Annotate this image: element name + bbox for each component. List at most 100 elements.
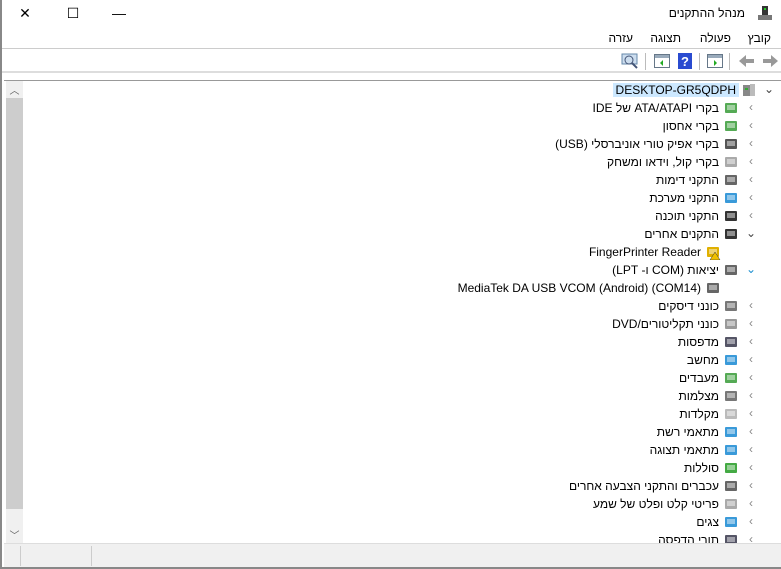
vertical-scrollbar[interactable]: ︿ ﹀ bbox=[6, 81, 23, 543]
menu-file[interactable]: קובץ bbox=[747, 31, 771, 45]
tree-item[interactable]: ‹פריטי קלט ופלט של שמע bbox=[26, 495, 781, 513]
scroll-down-icon[interactable]: ﹀ bbox=[9, 531, 20, 542]
menu-help[interactable]: עזרה bbox=[608, 31, 633, 45]
scroll-up-icon[interactable]: ︿ bbox=[9, 86, 20, 97]
keyboard-icon bbox=[725, 409, 737, 419]
tree-item[interactable]: ‹תורי הדפסה bbox=[26, 531, 781, 543]
warning-device-icon bbox=[707, 247, 721, 260]
chevron-down-icon[interactable]: ⌄ bbox=[745, 262, 757, 276]
device-manager-icon bbox=[758, 6, 772, 20]
chevron-left-icon[interactable]: ‹ bbox=[749, 190, 753, 204]
monitor-icon bbox=[725, 517, 737, 527]
maximize-button[interactable]: ☐ bbox=[66, 4, 80, 21]
chevron-left-icon[interactable]: ‹ bbox=[749, 208, 753, 222]
chevron-left-icon[interactable]: ‹ bbox=[749, 460, 753, 474]
chevron-left-icon[interactable]: ‹ bbox=[749, 388, 753, 402]
chevron-left-icon[interactable]: ‹ bbox=[749, 496, 753, 510]
forward-arrow-icon[interactable] bbox=[761, 53, 779, 69]
chevron-down-icon[interactable]: ⌄ bbox=[763, 82, 775, 96]
tree-item-label: בקרי אפיק טורי אוניברסלי (USB) bbox=[555, 137, 719, 151]
tree-item[interactable]: ‹ צגים bbox=[26, 513, 781, 531]
tree-item[interactable]: ‹בקרי אחסון bbox=[26, 117, 781, 135]
tree-item[interactable]: ‹בקרי קול, וידאו ומשחק bbox=[26, 153, 781, 171]
tree-item[interactable]: ‹סוללות bbox=[26, 459, 781, 477]
tree-item-label: מתאמי תצוגה bbox=[649, 443, 719, 457]
audio-io-icon bbox=[725, 499, 737, 509]
tree-item[interactable]: ⌄יציאות (COM ו- LPT) bbox=[26, 261, 781, 279]
chevron-left-icon[interactable]: ‹ bbox=[749, 100, 753, 114]
port-icon bbox=[725, 265, 737, 275]
processor-icon bbox=[725, 373, 737, 383]
status-divider bbox=[20, 546, 21, 566]
device-tree: ︿ ﹀ ⌄ DESKTOP-GR5QDPH ‹ בקרי ATA/ATAPI של… bbox=[4, 80, 781, 543]
minimize-button[interactable]: — bbox=[112, 5, 126, 21]
tree-item-label: מחשב bbox=[686, 353, 719, 367]
chevron-left-icon[interactable]: ‹ bbox=[749, 406, 753, 420]
scan-hardware-icon[interactable] bbox=[621, 53, 639, 69]
menu-action[interactable]: פעולה bbox=[699, 31, 731, 45]
toolbar-separator bbox=[729, 53, 730, 70]
speaker-icon bbox=[725, 157, 737, 167]
tree-item-label: התקנים אחרים bbox=[644, 227, 719, 241]
tree-item[interactable]: ‹ בקרי ATA/ATAPI של IDE bbox=[26, 99, 781, 117]
tree-item-label: התקני דימות bbox=[655, 173, 719, 187]
dvd-drive-icon bbox=[725, 319, 737, 329]
tree-item[interactable]: ⌄ התקנים אחרים bbox=[26, 225, 781, 243]
display-adapter-icon bbox=[725, 445, 737, 455]
menu-view[interactable]: תצוגה bbox=[650, 31, 681, 45]
chevron-left-icon[interactable]: ‹ bbox=[749, 424, 753, 438]
title-bar: ✕ ☐ — מנהל ההתקנים bbox=[2, 0, 781, 28]
chevron-down-icon[interactable]: ⌄ bbox=[745, 226, 757, 240]
back-arrow-icon[interactable] bbox=[738, 53, 756, 69]
chevron-left-icon[interactable]: ‹ bbox=[749, 334, 753, 348]
tree-item-label: בקרי ATA/ATAPI של IDE bbox=[592, 101, 720, 115]
tree-item[interactable]: ‹עכברים והתקני הצבעה אחרים bbox=[26, 477, 781, 495]
tree-item[interactable]: ‹ התקני מערכת bbox=[26, 189, 781, 207]
chevron-left-icon[interactable]: ‹ bbox=[749, 514, 753, 528]
tree-item[interactable]: ‹ התקני תוכנה bbox=[26, 207, 781, 225]
tree-item[interactable]: ‹ מצלמות bbox=[26, 387, 781, 405]
tree-item[interactable]: ‹מתאמי רשת bbox=[26, 423, 781, 441]
chevron-left-icon[interactable]: ‹ bbox=[749, 352, 753, 366]
chevron-left-icon[interactable]: ‹ bbox=[749, 478, 753, 492]
tree-item[interactable]: ‹ מחשב bbox=[26, 351, 781, 369]
status-bar bbox=[4, 543, 781, 567]
properties-icon[interactable] bbox=[706, 53, 724, 69]
chevron-left-icon[interactable]: ‹ bbox=[749, 172, 753, 186]
mouse-icon bbox=[725, 481, 737, 491]
tree-item[interactable]: ‹מקלדות bbox=[26, 405, 781, 423]
chevron-left-icon[interactable]: ‹ bbox=[749, 442, 753, 456]
tree-item-label: התקני תוכנה bbox=[655, 209, 719, 223]
chevron-left-icon[interactable]: ‹ bbox=[749, 370, 753, 384]
tree-item[interactable]: FingerPrinter Reader bbox=[26, 243, 781, 261]
chevron-left-icon[interactable]: ‹ bbox=[749, 298, 753, 312]
window-title: מנהל ההתקנים bbox=[668, 6, 745, 20]
chevron-left-icon[interactable]: ‹ bbox=[749, 118, 753, 132]
close-button[interactable]: ✕ bbox=[19, 4, 31, 21]
chevron-left-icon[interactable]: ‹ bbox=[749, 532, 753, 543]
unknown-device-icon bbox=[725, 229, 737, 239]
usb-icon bbox=[725, 139, 737, 149]
scrollbar-thumb[interactable] bbox=[6, 98, 23, 509]
help-icon[interactable]: ? bbox=[676, 53, 694, 69]
tree-item-label: התקני מערכת bbox=[649, 191, 719, 205]
tree-item[interactable]: (COM14) MediaTek DA USB VCOM (Android) bbox=[26, 279, 781, 297]
tree-root[interactable]: ⌄ DESKTOP-GR5QDPH bbox=[26, 81, 781, 99]
tree-item[interactable]: ‹כונני תקליטורים/DVD bbox=[26, 315, 781, 333]
tree-item[interactable]: ‹ מתאמי תצוגה bbox=[26, 441, 781, 459]
tree-item[interactable]: ‹ התקני דימות bbox=[26, 171, 781, 189]
chevron-left-icon[interactable]: ‹ bbox=[749, 154, 753, 168]
tree-item-label: מצלמות bbox=[678, 389, 719, 403]
tree-item[interactable]: ‹מעבדים bbox=[26, 369, 781, 387]
network-adapter-icon bbox=[725, 427, 737, 437]
tree-item[interactable]: ‹ בקרי אפיק טורי אוניברסלי (USB) bbox=[26, 135, 781, 153]
tree-item-label: צגים bbox=[696, 515, 719, 529]
tree-item[interactable]: ‹ כונני דיסקים bbox=[26, 297, 781, 315]
tree-item[interactable]: ‹מדפסות bbox=[26, 333, 781, 351]
tree-item-label: כונני דיסקים bbox=[658, 299, 719, 313]
update-driver-icon[interactable] bbox=[653, 53, 671, 69]
chevron-left-icon[interactable]: ‹ bbox=[749, 316, 753, 330]
computer-icon bbox=[725, 355, 737, 365]
chevron-left-icon[interactable]: ‹ bbox=[749, 136, 753, 150]
